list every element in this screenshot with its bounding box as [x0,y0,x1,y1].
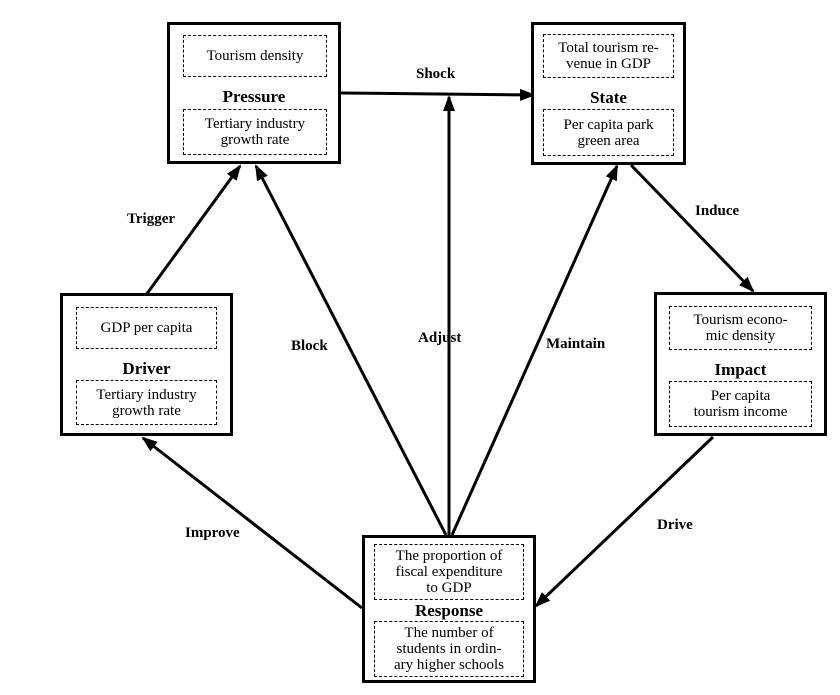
driver-node: GDP per capita Driver Tertiary industry … [60,293,233,436]
response-title: Response [414,601,483,620]
response-node: The proportion of fiscal expenditure to … [362,535,536,683]
impact-title: Impact [714,360,767,379]
arrow-induce [629,163,755,293]
arrow-block [254,164,448,536]
impact-top-indicator: Tourism econo- mic density [669,306,812,350]
arrow-improve [141,436,363,610]
edge-label-maintain: Maintain [546,336,606,352]
edge-label-improve: Improve [185,525,240,541]
response-bottom-indicator: The number of students in ordin- ary hig… [374,621,524,677]
arrow-drive [534,435,715,608]
edge-label-adjust: Adjust [418,330,462,346]
state-bottom-indicator: Per capita park green area [543,109,674,156]
edge-label-block: Block [291,338,328,354]
arrow-shock [340,88,536,101]
arrow-maintain [450,164,619,536]
driver-bottom-indicator: Tertiary industry growth rate [76,380,217,425]
edge-label-drive: Drive [657,517,693,533]
state-top-indicator: Total tourism re- venue in GDP [543,34,674,78]
impact-bottom-indicator: Per capita tourism income [669,381,812,427]
driver-title: Driver [122,359,171,378]
state-node: Total tourism re- venue in GDP State Per… [531,22,686,165]
pressure-title: Pressure [222,87,286,106]
edge-label-trigger: Trigger [127,211,176,227]
impact-node: Tourism econo- mic density Impact Per ca… [654,292,827,436]
edge-label-shock: Shock [416,66,456,82]
driver-top-indicator: GDP per capita [76,307,217,349]
arrow-trigger [144,164,242,296]
edge-label-induce: Induce [695,203,740,219]
pressure-top-indicator: Tourism density [183,35,327,77]
response-top-indicator: The proportion of fiscal expenditure to … [374,544,524,600]
state-title: State [590,88,627,107]
pressure-node: Tourism density Pressure Tertiary indust… [167,22,341,164]
pressure-bottom-indicator: Tertiary industry growth rate [183,109,327,155]
